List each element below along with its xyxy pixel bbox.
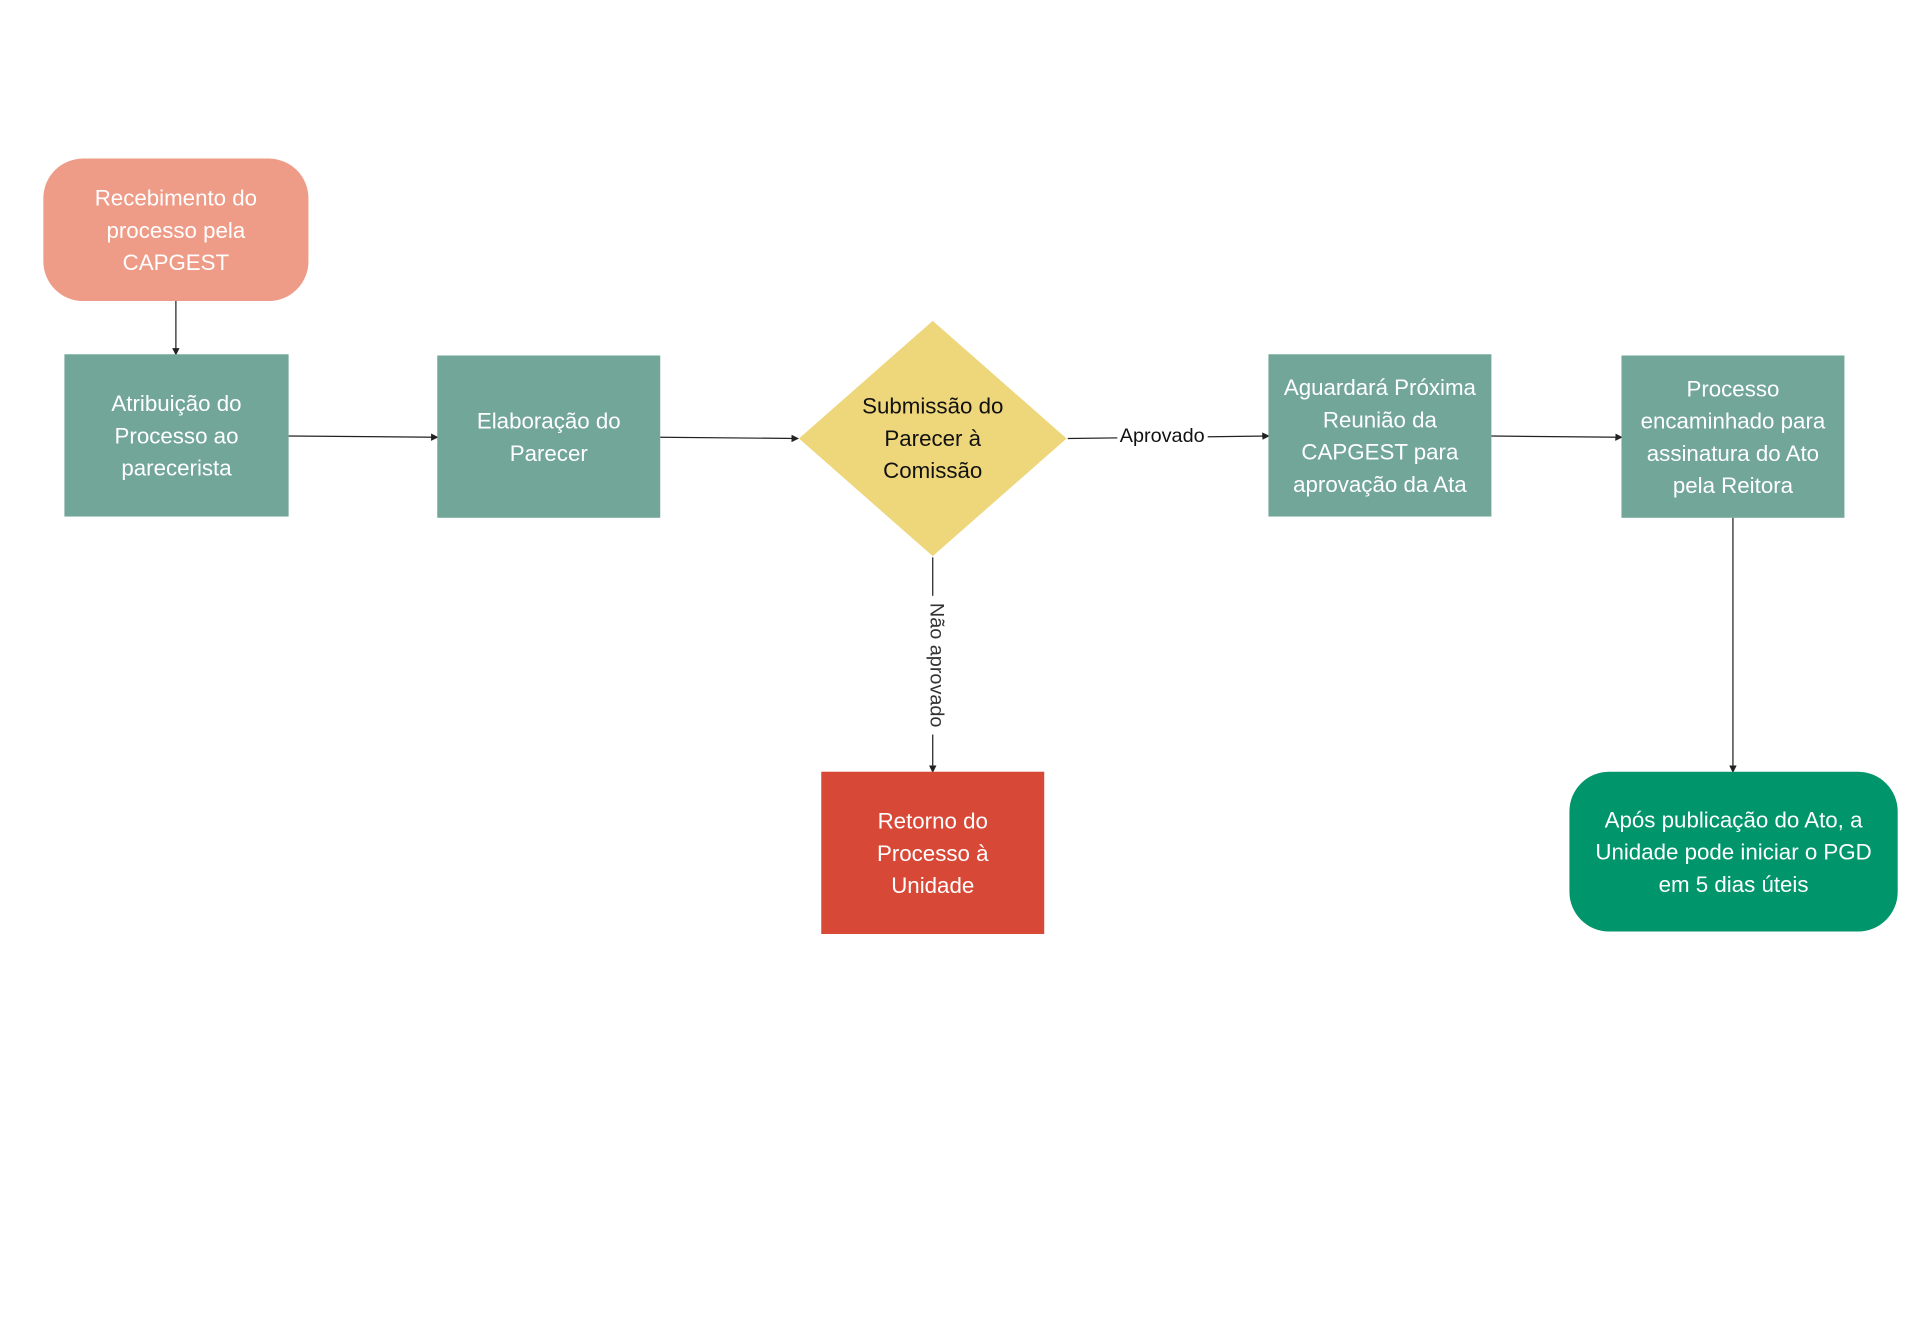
node-aguardara: Aguardará Próxima Reunião da CAPGEST par… (1268, 354, 1492, 517)
node-elaboracao: Elaboração do Parecer (437, 355, 661, 518)
node-apos: Após publicação do Ato, a Unidade pode i… (1569, 771, 1898, 932)
node-recebimento-label: Recebimento do processo pela CAPGEST (94, 185, 258, 275)
node-atribuicao: Atribuição do Processo ao parecerista (64, 354, 289, 517)
edge-aguardara-to-encaminhado (1491, 433, 1623, 441)
node-retorno: Retorno do Processo à Unidade (821, 771, 1045, 934)
node-apos-label: Após publicação do Ato, a Unidade pode i… (1595, 807, 1872, 897)
node-encaminhado: Processo encaminhado para assinatura do … (1621, 355, 1845, 518)
node-submissao-label: Submissão do Parecer à Comissão (862, 393, 1004, 484)
node-encaminhado-label: Processo encaminhado para assinatura do … (1640, 375, 1826, 498)
edge-atribuicao-to-elaboracao (288, 433, 439, 441)
edge-label-nao-aprovado: Não aprovado (922, 595, 948, 735)
node-recebimento: Recebimento do processo pela CAPGEST (43, 158, 309, 302)
edge-elaboracao-to-submissao (660, 434, 799, 443)
node-retorno-label: Retorno do Processo à Unidade (876, 808, 989, 898)
edge-label-aprovado: Aprovado (1117, 424, 1208, 450)
node-submissao: Submissão do Parecer à Comissão (842, 372, 1023, 506)
node-elaboracao-label: Elaboração do Parecer (476, 408, 621, 466)
node-aguardara-label: Aguardará Próxima Reunião da CAPGEST par… (1283, 374, 1476, 497)
node-atribuicao-label: Atribuição do Processo ao parecerista (111, 390, 242, 480)
